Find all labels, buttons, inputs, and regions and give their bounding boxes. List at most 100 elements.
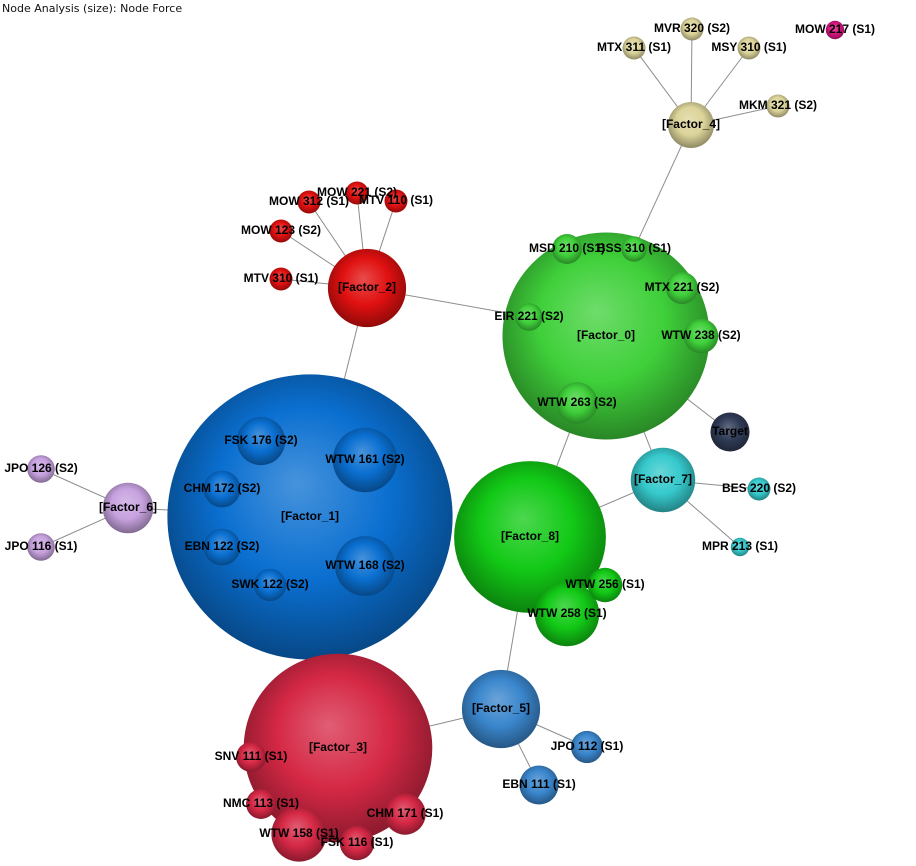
node-circle[interactable] [203, 528, 241, 566]
graph-node-n-mow312[interactable] [297, 190, 321, 214]
node-circle[interactable] [534, 581, 600, 647]
graph-node-n-wtw238[interactable] [683, 318, 719, 354]
node-label: MOW 312 (S1) [269, 194, 349, 208]
node-circle[interactable] [236, 742, 266, 772]
node-circle[interactable] [519, 765, 559, 805]
node-label: NMC 113 (S1) [223, 796, 299, 810]
node-circle[interactable] [454, 461, 606, 613]
node-circle[interactable] [766, 94, 790, 118]
node-circle[interactable] [384, 189, 408, 213]
graph-node-n-jpo112[interactable] [570, 730, 604, 764]
node-circle[interactable] [339, 825, 375, 861]
node-label: WTW 256 (S1) [565, 577, 644, 591]
node-circle[interactable] [243, 653, 433, 843]
graph-node-n-mvr320[interactable] [680, 17, 704, 41]
graph-node-n-wtw161[interactable] [332, 427, 398, 493]
node-circle[interactable] [271, 806, 327, 862]
node-circle[interactable] [825, 20, 845, 40]
graph-node-n-bss310[interactable] [621, 236, 647, 262]
graph-node-n-wtw168[interactable] [335, 536, 395, 596]
graph-node-n-bes220[interactable] [747, 477, 771, 501]
graph-node-target[interactable] [710, 412, 750, 452]
graph-node-n-mow123[interactable] [269, 219, 293, 243]
graph-node-n-chm171[interactable] [384, 793, 426, 835]
node-circle[interactable] [332, 427, 398, 493]
node-circle[interactable] [668, 102, 714, 148]
graph-node-n-mtv310[interactable] [269, 267, 293, 291]
node-circle[interactable] [297, 190, 321, 214]
node-circle[interactable] [102, 482, 154, 534]
graph-node-n-mpr213[interactable] [730, 537, 750, 557]
graph-node-n-chm172[interactable] [203, 470, 241, 508]
node-circle[interactable] [502, 232, 710, 440]
graph-node-n-wtw263[interactable] [556, 382, 598, 424]
graph-node-n-msy310[interactable] [737, 36, 761, 60]
graph-node-n-wtw258[interactable] [534, 581, 600, 647]
node-label: MTX 221 (S2) [645, 280, 720, 294]
node-circle[interactable] [335, 536, 395, 596]
graph-node-n-mtx221[interactable] [665, 271, 699, 305]
node-circle[interactable] [622, 36, 646, 60]
node-circle[interactable] [203, 470, 241, 508]
graph-node-n-mkm321[interactable] [766, 94, 790, 118]
node-label: MOW 217 (S1) [795, 22, 875, 36]
node-circle[interactable] [683, 318, 719, 354]
node-circle[interactable] [384, 793, 426, 835]
graph-node-n-mow217[interactable] [825, 20, 845, 40]
graph-node-n-mtv110[interactable] [384, 189, 408, 213]
node-label: WTW 263 (S2) [537, 395, 616, 409]
node-circle[interactable] [327, 248, 407, 328]
node-circle[interactable] [630, 447, 696, 513]
graph-node-n-wtw256[interactable] [587, 567, 623, 603]
graph-node-factor-8[interactable] [454, 461, 606, 613]
graph-node-n-mtx311[interactable] [622, 36, 646, 60]
node-circle[interactable] [515, 303, 543, 331]
graph-node-n-msd210[interactable] [552, 234, 582, 264]
graph-node-factor-0[interactable] [502, 232, 710, 440]
graph-node-factor-5[interactable] [461, 669, 541, 749]
node-label: JPO 126 (S2) [4, 461, 77, 475]
graph-node-n-fsk176[interactable] [236, 416, 286, 466]
graph-node-n-jpo126[interactable] [27, 455, 55, 483]
graph-node-n-jpo116[interactable] [27, 533, 55, 561]
node-circle[interactable] [556, 382, 598, 424]
graph-node-n-snv111[interactable] [236, 742, 266, 772]
graph-node-n-ebn122[interactable] [203, 528, 241, 566]
node-circle[interactable] [345, 181, 369, 205]
node-label: CHM 172 (S2) [184, 481, 261, 495]
node-circle[interactable] [621, 236, 647, 262]
node-circle[interactable] [680, 17, 704, 41]
node-circle[interactable] [236, 416, 286, 466]
node-circle[interactable] [246, 789, 276, 819]
node-circle[interactable] [747, 477, 771, 501]
node-circle[interactable] [587, 567, 623, 603]
node-circle[interactable] [269, 267, 293, 291]
node-circle[interactable] [269, 219, 293, 243]
node-circle[interactable] [570, 730, 604, 764]
node-label: CHM 171 (S1) [367, 806, 444, 820]
node-circle[interactable] [710, 412, 750, 452]
node-label: Target [712, 424, 748, 438]
graph-node-factor-4[interactable] [668, 102, 714, 148]
graph-node-factor-2[interactable] [327, 248, 407, 328]
node-circle[interactable] [27, 533, 55, 561]
node-circle[interactable] [730, 537, 750, 557]
node-label: FSK 116 (S1) [321, 835, 394, 849]
graph-node-factor-6[interactable] [102, 482, 154, 534]
graph-node-n-ebn111[interactable] [519, 765, 559, 805]
graph-node-n-eir221[interactable] [515, 303, 543, 331]
graph-node-factor-7[interactable] [630, 447, 696, 513]
graph-node-n-swk122[interactable] [253, 568, 287, 602]
node-circle[interactable] [552, 234, 582, 264]
node-circle[interactable] [253, 568, 287, 602]
node-circle[interactable] [461, 669, 541, 749]
node-circle[interactable] [665, 271, 699, 305]
graph-node-n-wtw158[interactable] [271, 806, 327, 862]
graph-node-n-nmc113[interactable] [246, 789, 276, 819]
graph-node-factor-3[interactable] [243, 653, 433, 843]
graph-node-n-mow221[interactable] [345, 181, 369, 205]
node-circle[interactable] [27, 455, 55, 483]
graph-node-n-fsk116[interactable] [339, 825, 375, 861]
node-circle[interactable] [737, 36, 761, 60]
